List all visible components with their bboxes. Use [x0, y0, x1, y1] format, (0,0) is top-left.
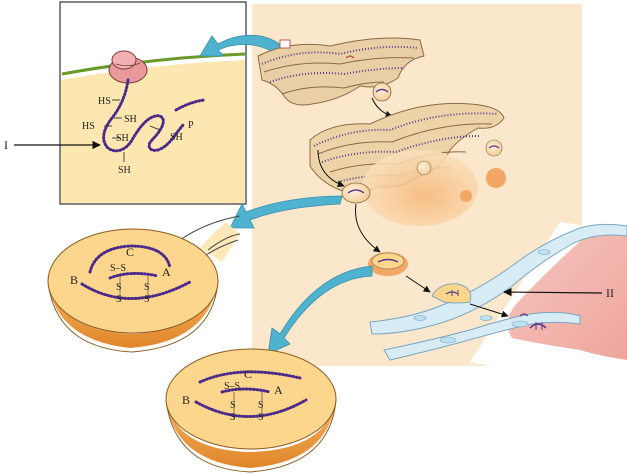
vesicle-2-c-peptide [198, 370, 302, 384]
golgi-fluffy-region [362, 150, 478, 226]
ribosome-inset: HS SH HS SH SH P SH [59, 1, 247, 205]
vesicle-2-label-s4: S [258, 412, 264, 423]
vesicle-1-a-chain [108, 271, 160, 280]
vesicle-1-lumen [47, 228, 219, 334]
vesicle-2-label-s2: S [230, 412, 236, 423]
label-sh-1: SH [124, 114, 137, 125]
vesicle-1-label-s2: S [116, 294, 122, 305]
budding-vesicle [341, 182, 371, 204]
er-lumen [61, 60, 245, 203]
arrow-to-exocytosis [405, 275, 431, 293]
vesicle-small-2 [486, 168, 506, 188]
vesicle-1-proinsulin: C A B S–S S S S S [47, 215, 241, 353]
exocytosis-vesicle [431, 283, 472, 304]
cyan-arrow-to-inset [199, 34, 283, 57]
arrow-to-mature-granule [355, 203, 381, 253]
pointer-II: II [503, 286, 614, 300]
vesicle-small-1 [485, 139, 503, 157]
vesicle-1-label-s3: S [144, 282, 150, 293]
pointer-I: I [4, 138, 101, 152]
cyan-arrow-to-vesicle-1 [229, 195, 343, 229]
vesicle-small-4 [416, 160, 432, 176]
vesicle-1-c-chain [88, 244, 172, 274]
label-sh-bottom: SH [118, 165, 131, 176]
vesicle-2-label-ss: S–S [224, 381, 240, 392]
vesicle-1-label-c: C [126, 245, 134, 259]
preproinsulin-chain [102, 78, 186, 153]
vesicle-2-label-c: C [244, 367, 252, 381]
vesicle-1-label-s4: S [144, 294, 150, 305]
label-p: P [188, 120, 194, 131]
vesicle-small-3 [460, 190, 472, 202]
vesicle-1-label-s1: S [116, 282, 122, 293]
label-hs-top: HS [98, 96, 111, 107]
arrow-secretion [469, 303, 509, 318]
signal-peptide-fragment [174, 98, 206, 112]
label-hs-mid: HS [82, 121, 95, 132]
vesicle-1-b-chain [80, 280, 192, 300]
blood-vessel [369, 222, 627, 474]
label-sh-3: SH [170, 132, 183, 143]
vesicle-2-label-s1: S [230, 400, 236, 411]
vesicle-1-bowl [48, 282, 218, 348]
vesicle-2-lumen [165, 348, 337, 450]
golgi-apparatus [309, 102, 506, 226]
arrow-golgi-to-vesicle [317, 149, 345, 188]
vesicle-1-label-a: A [162, 265, 171, 279]
pointer-II-label: II [606, 286, 614, 300]
vesicle-1-label-ss: S–S [110, 263, 126, 274]
vesicle-2-a-chain [220, 387, 272, 394]
released-insulin [519, 313, 547, 330]
endothelium [383, 311, 581, 361]
vesicle-1-label-b: B [70, 273, 78, 287]
label-sh-2: SH [116, 133, 129, 144]
er-membrane-inner [61, 58, 246, 80]
pointer-I-label: I [4, 138, 8, 152]
mature-granule [368, 252, 408, 276]
vesicle-2-insulin: C A B S–S S S S S [165, 348, 337, 473]
rough-er-stack [257, 37, 425, 106]
vesicle-2-bowl [166, 400, 336, 468]
vesicle-2-label-s3: S [258, 400, 264, 411]
vesicle-2-label-b: B [182, 393, 190, 407]
vesicle-2-b-chain [194, 398, 308, 418]
vesicle-2-label-a: A [274, 383, 283, 397]
